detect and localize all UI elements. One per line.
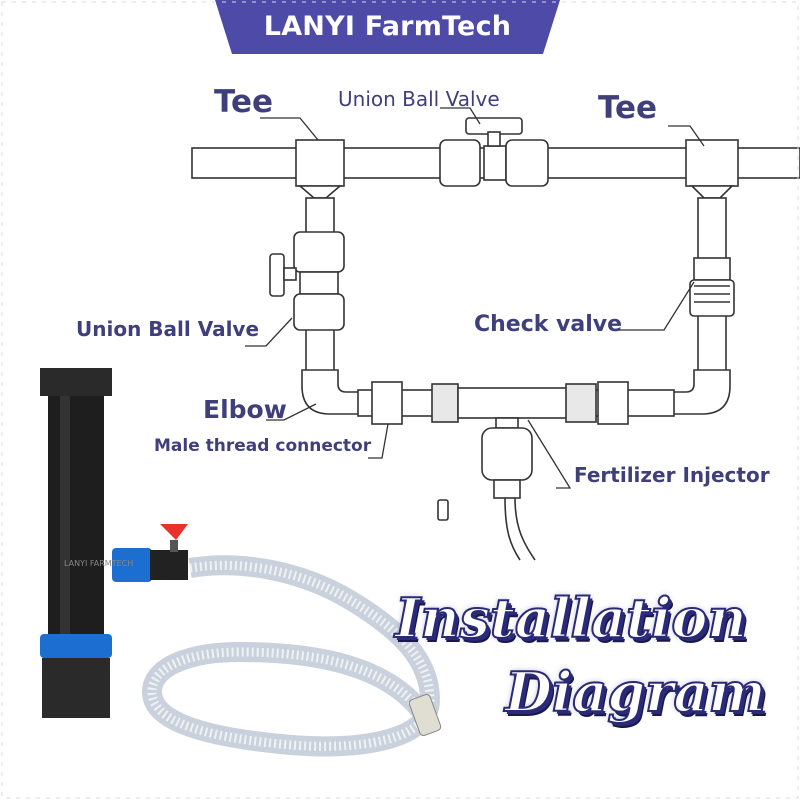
label-union-ball-valve-left: Union Ball Valve [76, 317, 259, 341]
title-line-2: Diagram [505, 660, 766, 724]
label-tee-right: Tee [598, 90, 657, 126]
label-fertilizer-injector: Fertilizer Injector [574, 463, 770, 487]
label-union-ball-valve-top: Union Ball Valve [338, 87, 500, 111]
product-watermark: LANYI FARMTECH [64, 559, 133, 568]
label-male-thread-connector: Male thread connector [154, 436, 371, 456]
title-line-1: Installation [395, 586, 747, 650]
label-elbow: Elbow [203, 395, 287, 424]
label-check-valve: Check valve [474, 312, 622, 337]
label-tee-left: Tee [214, 84, 273, 120]
valve-handle [160, 524, 188, 540]
